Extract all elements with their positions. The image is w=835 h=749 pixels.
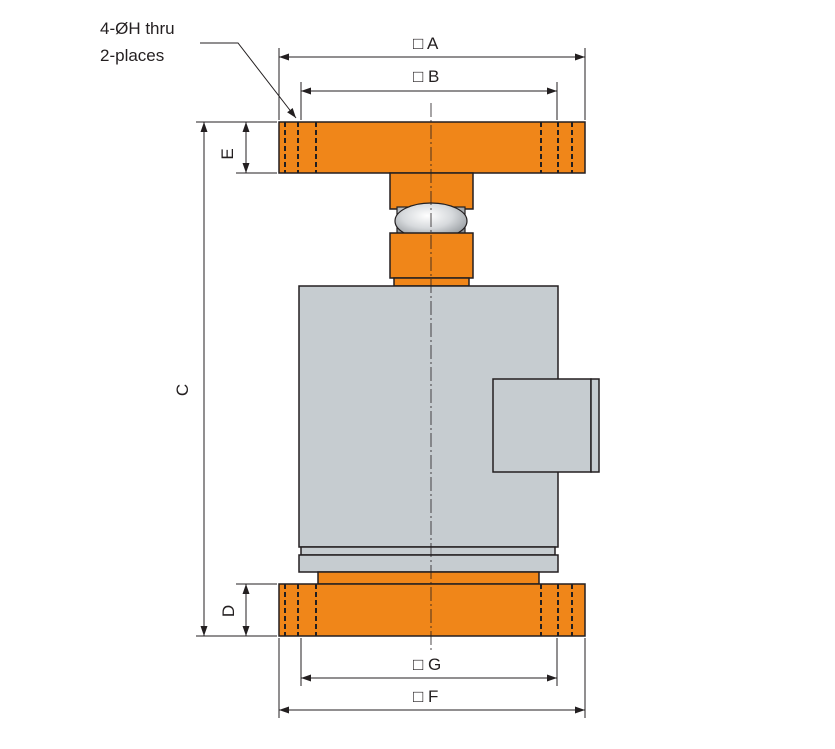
dim-b-label: □ B <box>413 67 439 86</box>
dim-a-label: □ A <box>413 34 439 53</box>
base-ring <box>300 546 556 556</box>
connector-box <box>492 378 600 473</box>
dim-g-label: □ G <box>413 655 441 674</box>
lower-boss <box>389 232 474 279</box>
note-leader <box>200 42 297 119</box>
bottom-boss <box>317 571 540 585</box>
bottom-flange <box>278 583 586 637</box>
top-flange <box>278 121 586 174</box>
hole-note-line2: 2-places <box>100 46 164 65</box>
lower-boss-neck <box>393 277 470 287</box>
dim-f-label: □ F <box>413 687 438 706</box>
dim-e-label: E <box>218 148 237 159</box>
dim-c-label: C <box>173 384 192 396</box>
dim-d-label: D <box>219 605 238 617</box>
base-plate <box>298 554 559 573</box>
hole-note-line1: 4-ØH thru <box>100 19 175 38</box>
